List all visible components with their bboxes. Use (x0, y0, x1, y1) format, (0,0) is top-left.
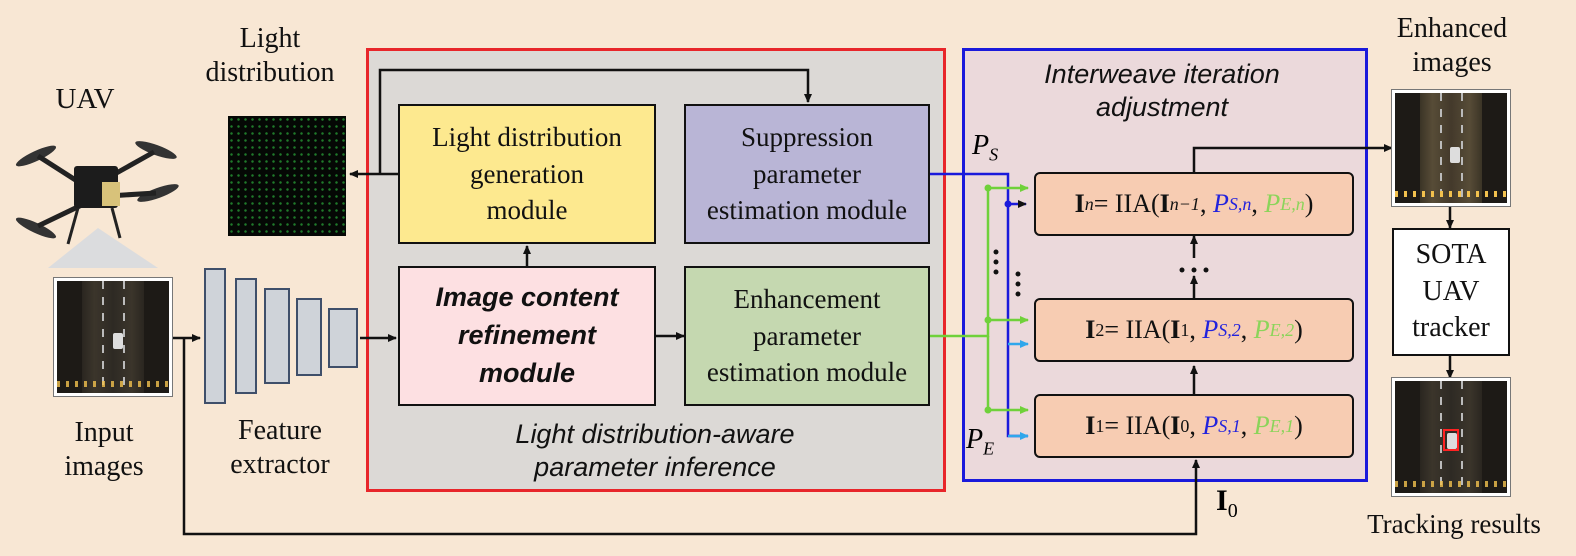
tracking-bbox (1443, 429, 1459, 451)
input-images-label: Input images (64, 417, 144, 483)
to-enhanced-arrow (1192, 144, 1393, 172)
ps-line (930, 172, 1028, 438)
suppression-parameter-module: Suppression parameter estimation module (684, 104, 930, 244)
feature-layer (264, 288, 290, 384)
feature-layer (296, 298, 322, 376)
tracking-results-label: Tracking results (1367, 509, 1541, 539)
feature-layer (204, 268, 226, 404)
ps-label: PS (972, 130, 999, 165)
enhanced-image (1391, 89, 1511, 207)
feature-layer (235, 278, 257, 394)
inference-caption: Light distribution-aware parameter infer… (515, 419, 795, 482)
sota-tracker-box: SOTA UAV tracker (1392, 228, 1510, 356)
loop-to-suppression-arrow (378, 68, 812, 174)
tracking-result-image (1391, 377, 1511, 497)
light-distribution-label: Light distribution (205, 23, 335, 89)
enhancement-parameter-module: Enhancement parameter estimation module (684, 266, 930, 406)
light-distribution-generation-module: Light distribution generation module (398, 104, 656, 244)
pe-line (930, 184, 1029, 338)
feature-layer (328, 308, 358, 368)
enhanced-images-label: Enhanced images (1396, 13, 1508, 79)
ellipsis-dots (993, 249, 1209, 297)
skip-connection-arrow (182, 338, 1200, 536)
image-content-refinement-module: Image content refinement module (398, 266, 656, 406)
feature-extractor-label: Feature extractor (230, 415, 330, 481)
iia-caption: Interweave iteration adjustment (1044, 59, 1280, 122)
i0-label: I0 (1216, 484, 1238, 522)
uav-label: UAV (55, 83, 115, 115)
input-image (53, 277, 173, 397)
light-distribution-map (228, 116, 346, 236)
uav-drone-icon (15, 141, 179, 268)
pe-label: PE (966, 424, 995, 459)
